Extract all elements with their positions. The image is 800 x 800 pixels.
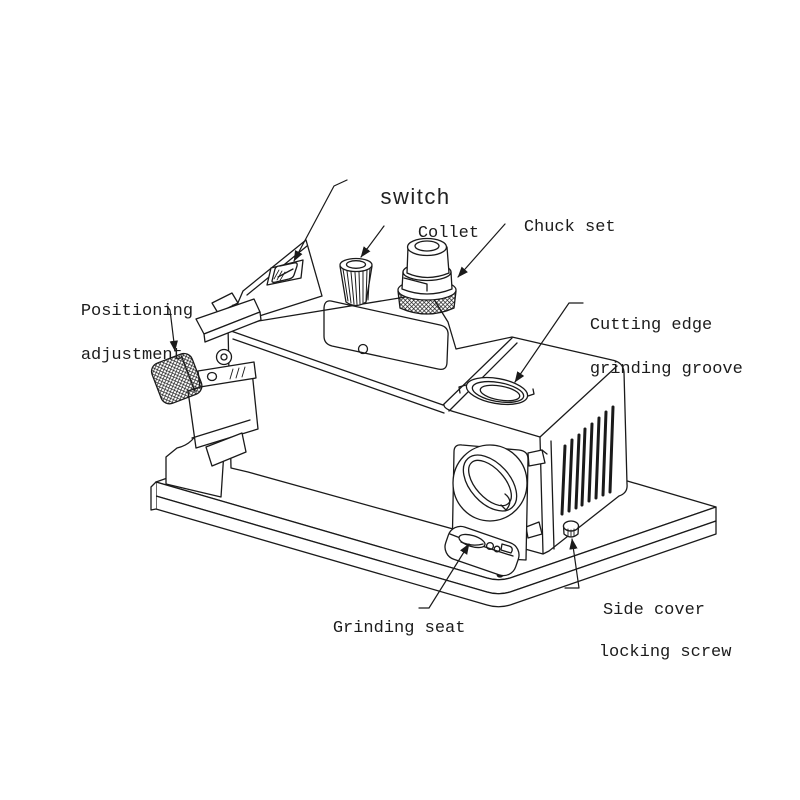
grinding-seat-leader-line (418, 543, 470, 609)
label-cutting-line2: grinding groove (589, 360, 743, 379)
label-switch-text: switch (380, 184, 451, 209)
label-positioning-adjustment: Positioning adjustment (40, 279, 193, 389)
label-collet-text: Collet (417, 224, 480, 243)
label-cutting-edge-grinding-groove: Cutting edge grinding groove (549, 293, 743, 403)
label-switch: switch (350, 164, 451, 230)
switch-leader-line (293, 179, 348, 262)
side-cover-leader-line (564, 538, 580, 589)
label-cutting-line1: Cutting edge (589, 316, 713, 335)
collet-leader-line (360, 225, 385, 258)
label-grinding-seat: Grinding seat (292, 596, 466, 662)
label-positioning-line1: Positioning (80, 302, 194, 321)
positioning-knob (150, 352, 203, 405)
positioning-bracket (150, 292, 262, 467)
cutting-edge-leader-line (514, 302, 584, 383)
label-collet: Collet (377, 201, 479, 267)
label-grinding-seat-text: Grinding seat (332, 619, 466, 638)
label-side-cover-line1: Side cover (602, 601, 705, 620)
collet (339, 257, 373, 307)
label-side-cover-line2: locking screw (598, 643, 732, 662)
label-chuck-set: Chuck set (483, 195, 616, 261)
vent-grille (560, 405, 615, 516)
label-side-cover-locking-screw: Side cover locking screw (558, 579, 732, 684)
positioning-leader-line (166, 305, 178, 352)
leader-lines (166, 179, 584, 609)
chuck-set-leader-line (457, 223, 506, 278)
label-chuck-set-text: Chuck set (523, 218, 616, 237)
label-positioning-line2: adjustment (80, 346, 183, 365)
side-cover-locking-screw (562, 520, 580, 538)
cutting-edge-groove (458, 376, 535, 406)
chuck-set (397, 237, 457, 315)
